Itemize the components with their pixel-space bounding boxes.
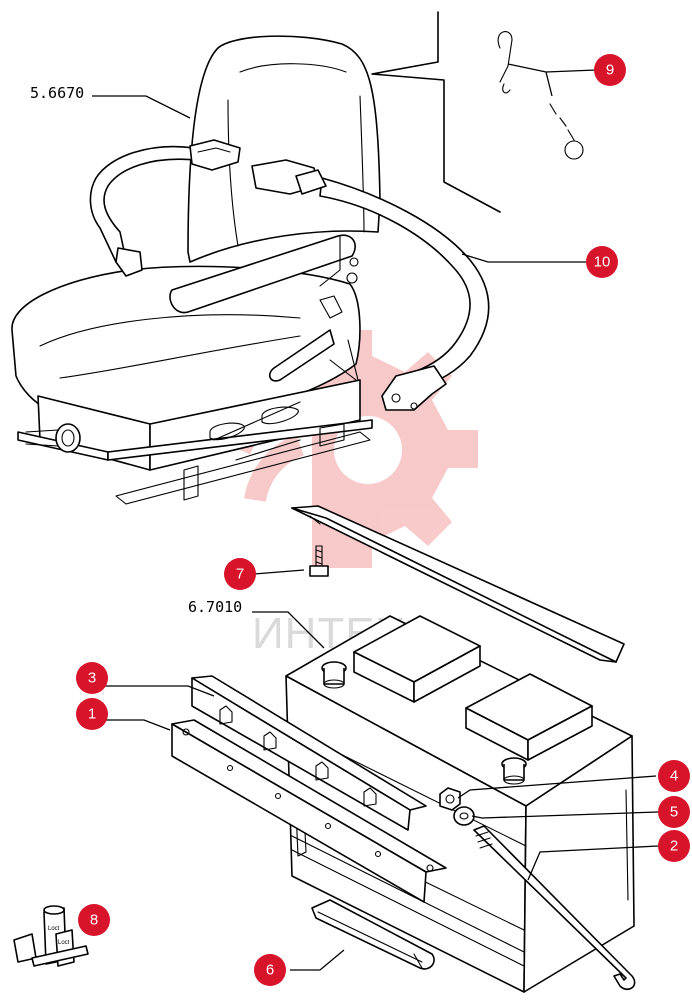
battery-code-leader [252,611,325,649]
leader-5 [471,811,659,819]
battery-hold-down-bar [291,505,625,663]
svg-text:1: 1 [88,706,96,723]
svg-text:7: 7 [236,566,244,583]
nut [439,787,461,811]
callout-4[interactable]: 4 [658,760,690,792]
svg-text:6: 6 [266,962,274,979]
leader-1 [104,719,171,731]
rubber-pad [311,899,435,970]
callout-7[interactable]: 7 [224,558,256,590]
kit-can-label-left: Loct [48,926,60,932]
svg-text:10: 10 [594,254,611,271]
seat-part-code: 5.6670 [30,84,84,102]
svg-text:4: 4 [670,768,678,785]
svg-text:5: 5 [670,804,678,821]
leader-10 [461,253,586,263]
battery-part-code: 6.7010 [188,598,242,616]
leader-7 [253,569,305,575]
seat-code-leader [92,95,191,119]
leader-3 [104,685,215,697]
support-bracket-lower [171,719,447,903]
j-bolt [473,825,636,991]
svg-text:2: 2 [670,838,678,855]
callout-3[interactable]: 3 [76,662,108,694]
chain-pin [497,31,584,160]
operator-seat [11,35,381,505]
battery [285,615,635,993]
seat-belt [89,139,490,411]
callout-5[interactable]: 5 [658,796,690,828]
svg-text:3: 3 [88,670,96,687]
callout-10[interactable]: 10 [586,246,618,278]
leader-6 [290,949,345,971]
bolt [309,545,329,577]
threadlocker-kit: Loct Loct [13,905,89,967]
callout-9[interactable]: 9 [594,54,626,86]
svg-text:8: 8 [90,912,98,929]
leader-2 [527,845,659,881]
washer [453,806,475,826]
leader-4 [457,775,657,799]
leader-9 [507,63,597,97]
kit-can-label-right: Loct [58,940,70,946]
callout-1[interactable]: 1 [76,698,108,730]
callout-2[interactable]: 2 [658,830,690,862]
separator-line [371,11,501,213]
callout-6[interactable]: 6 [254,954,286,986]
callout-8[interactable]: 8 [78,904,110,936]
svg-text:9: 9 [606,62,614,79]
support-bracket-upper [191,675,427,831]
